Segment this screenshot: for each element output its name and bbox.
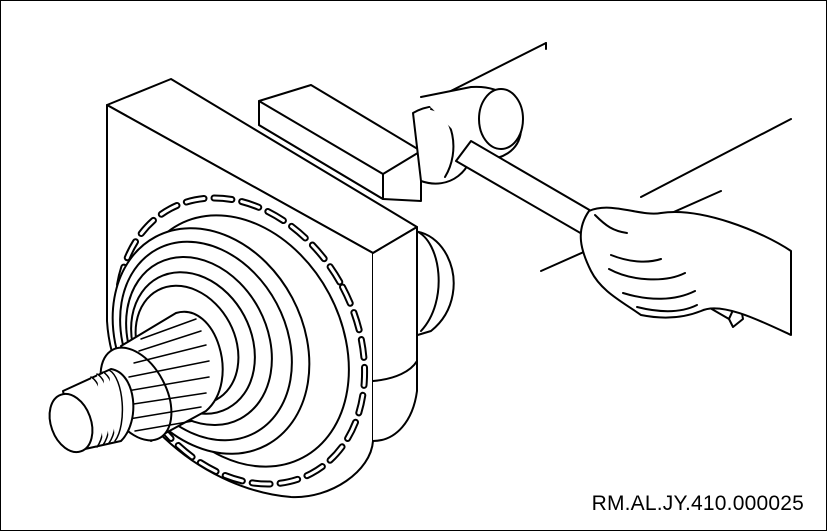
shaft-threaded-end [42, 369, 133, 458]
figure-reference-code: RM.AL.JY.410.000025 [591, 492, 804, 515]
rear-nut [413, 87, 523, 184]
back-block [259, 85, 421, 201]
hand-illustration [581, 208, 791, 335]
